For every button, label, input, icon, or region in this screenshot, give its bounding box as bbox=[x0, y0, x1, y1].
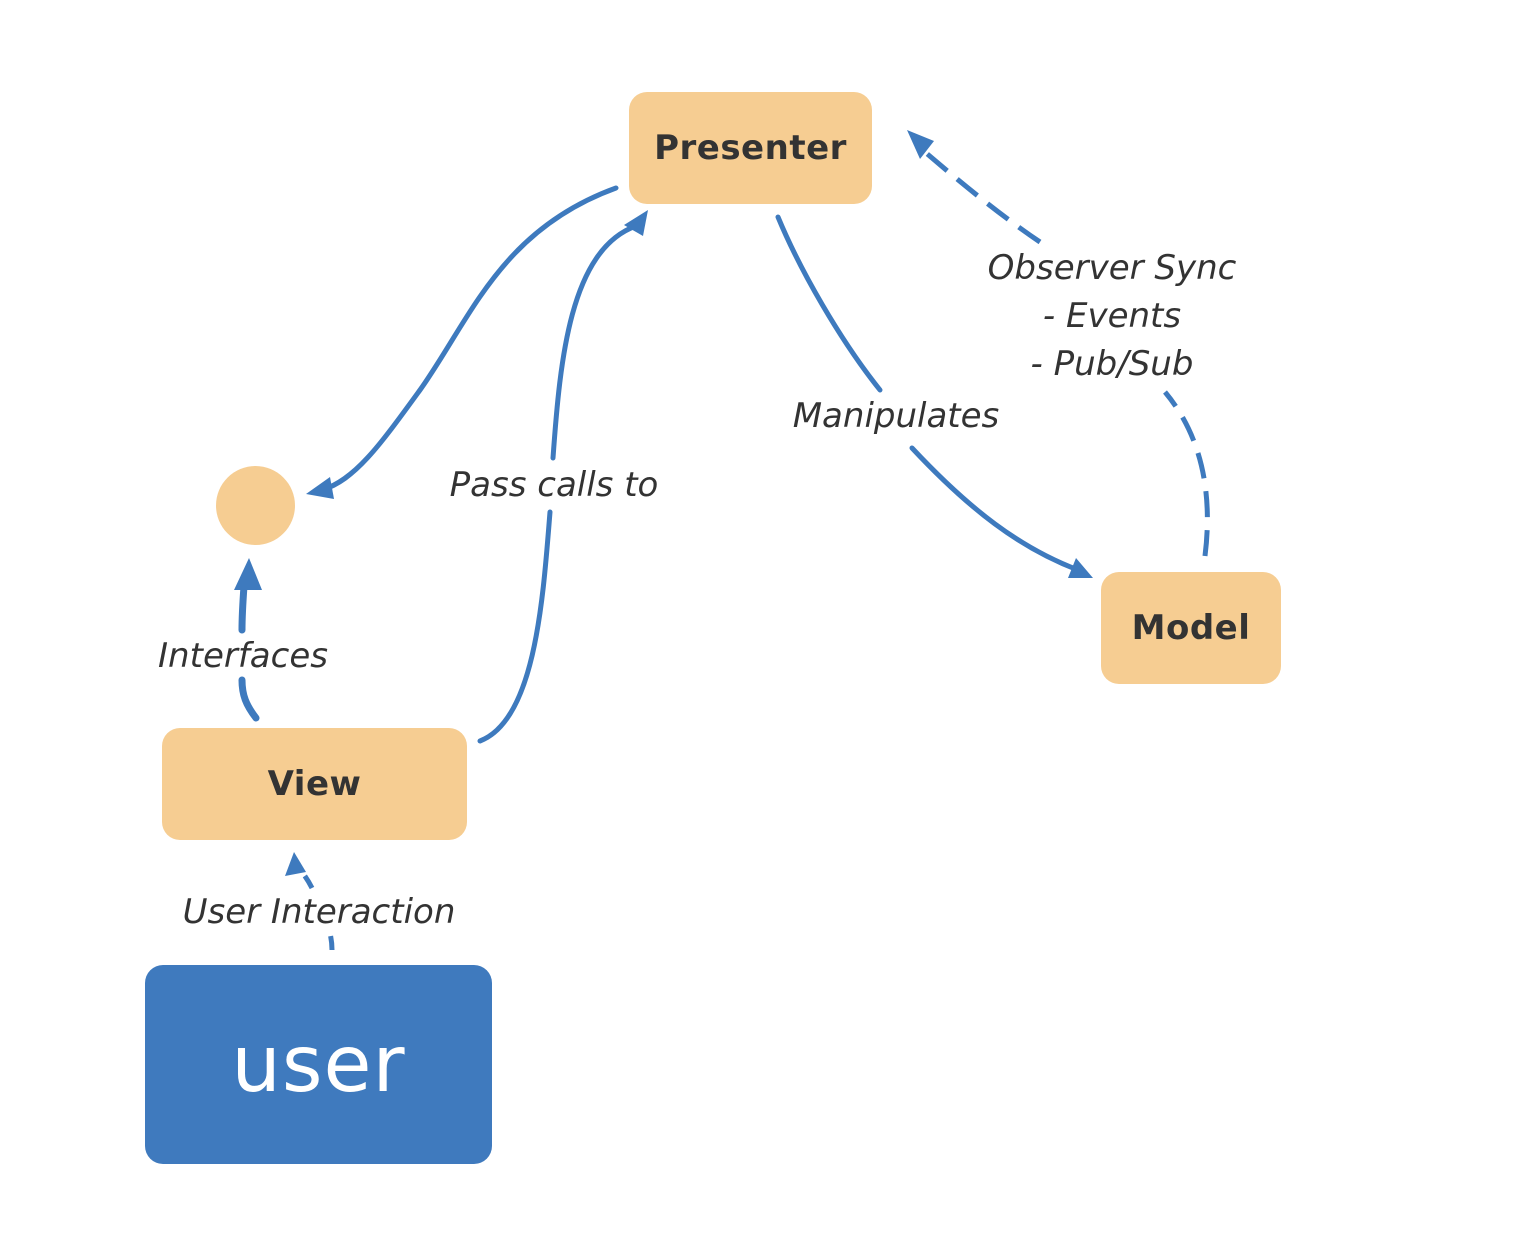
edge-view-to-interface-lower bbox=[238, 676, 260, 722]
user-interaction-label: User Interaction bbox=[182, 892, 456, 932]
observer-sync-line: Observer Sync bbox=[987, 248, 1237, 288]
user-node: user bbox=[145, 965, 492, 1164]
interface-node bbox=[216, 466, 295, 545]
edge-model-to-presenter-upper bbox=[923, 150, 1042, 245]
observer-sync-label: Observer Sync - Events - Pub/Sub bbox=[988, 244, 1237, 388]
observer-events-line: - Events bbox=[1042, 296, 1182, 336]
edge-presenter-to-interface bbox=[319, 185, 619, 493]
edge-view-to-presenter-upper bbox=[550, 223, 639, 461]
presenter-label: Presenter bbox=[654, 128, 847, 168]
model-node: Model bbox=[1101, 572, 1281, 684]
user-label: user bbox=[231, 1019, 406, 1110]
model-label: Model bbox=[1131, 608, 1251, 648]
arrowhead-view-bottom bbox=[285, 852, 306, 876]
edge-view-to-interface-upper bbox=[238, 582, 248, 634]
edge-view-to-presenter-lower bbox=[477, 509, 553, 744]
arrowhead-presenter-bottom bbox=[624, 210, 648, 236]
presenter-node: Presenter bbox=[629, 92, 872, 204]
interfaces-label: Interfaces bbox=[158, 636, 328, 676]
view-node: View bbox=[162, 728, 467, 840]
edge-presenter-to-model-upper bbox=[775, 214, 883, 393]
edge-presenter-to-model-lower bbox=[909, 445, 1081, 573]
pass-calls-label: Pass calls to bbox=[449, 465, 659, 505]
edge-model-to-presenter-lower bbox=[1163, 390, 1210, 557]
manipulates-label: Manipulates bbox=[792, 396, 1000, 436]
arrowhead-model bbox=[1068, 558, 1093, 578]
arrowhead-interface-bottom bbox=[234, 558, 262, 590]
view-label: View bbox=[267, 764, 362, 804]
arrowhead-interface-left bbox=[306, 477, 334, 499]
arrowhead-presenter-right bbox=[907, 130, 934, 159]
edge-user-to-view-lower bbox=[327, 932, 335, 951]
observer-pubsub-line: - Pub/Sub bbox=[1030, 344, 1194, 384]
